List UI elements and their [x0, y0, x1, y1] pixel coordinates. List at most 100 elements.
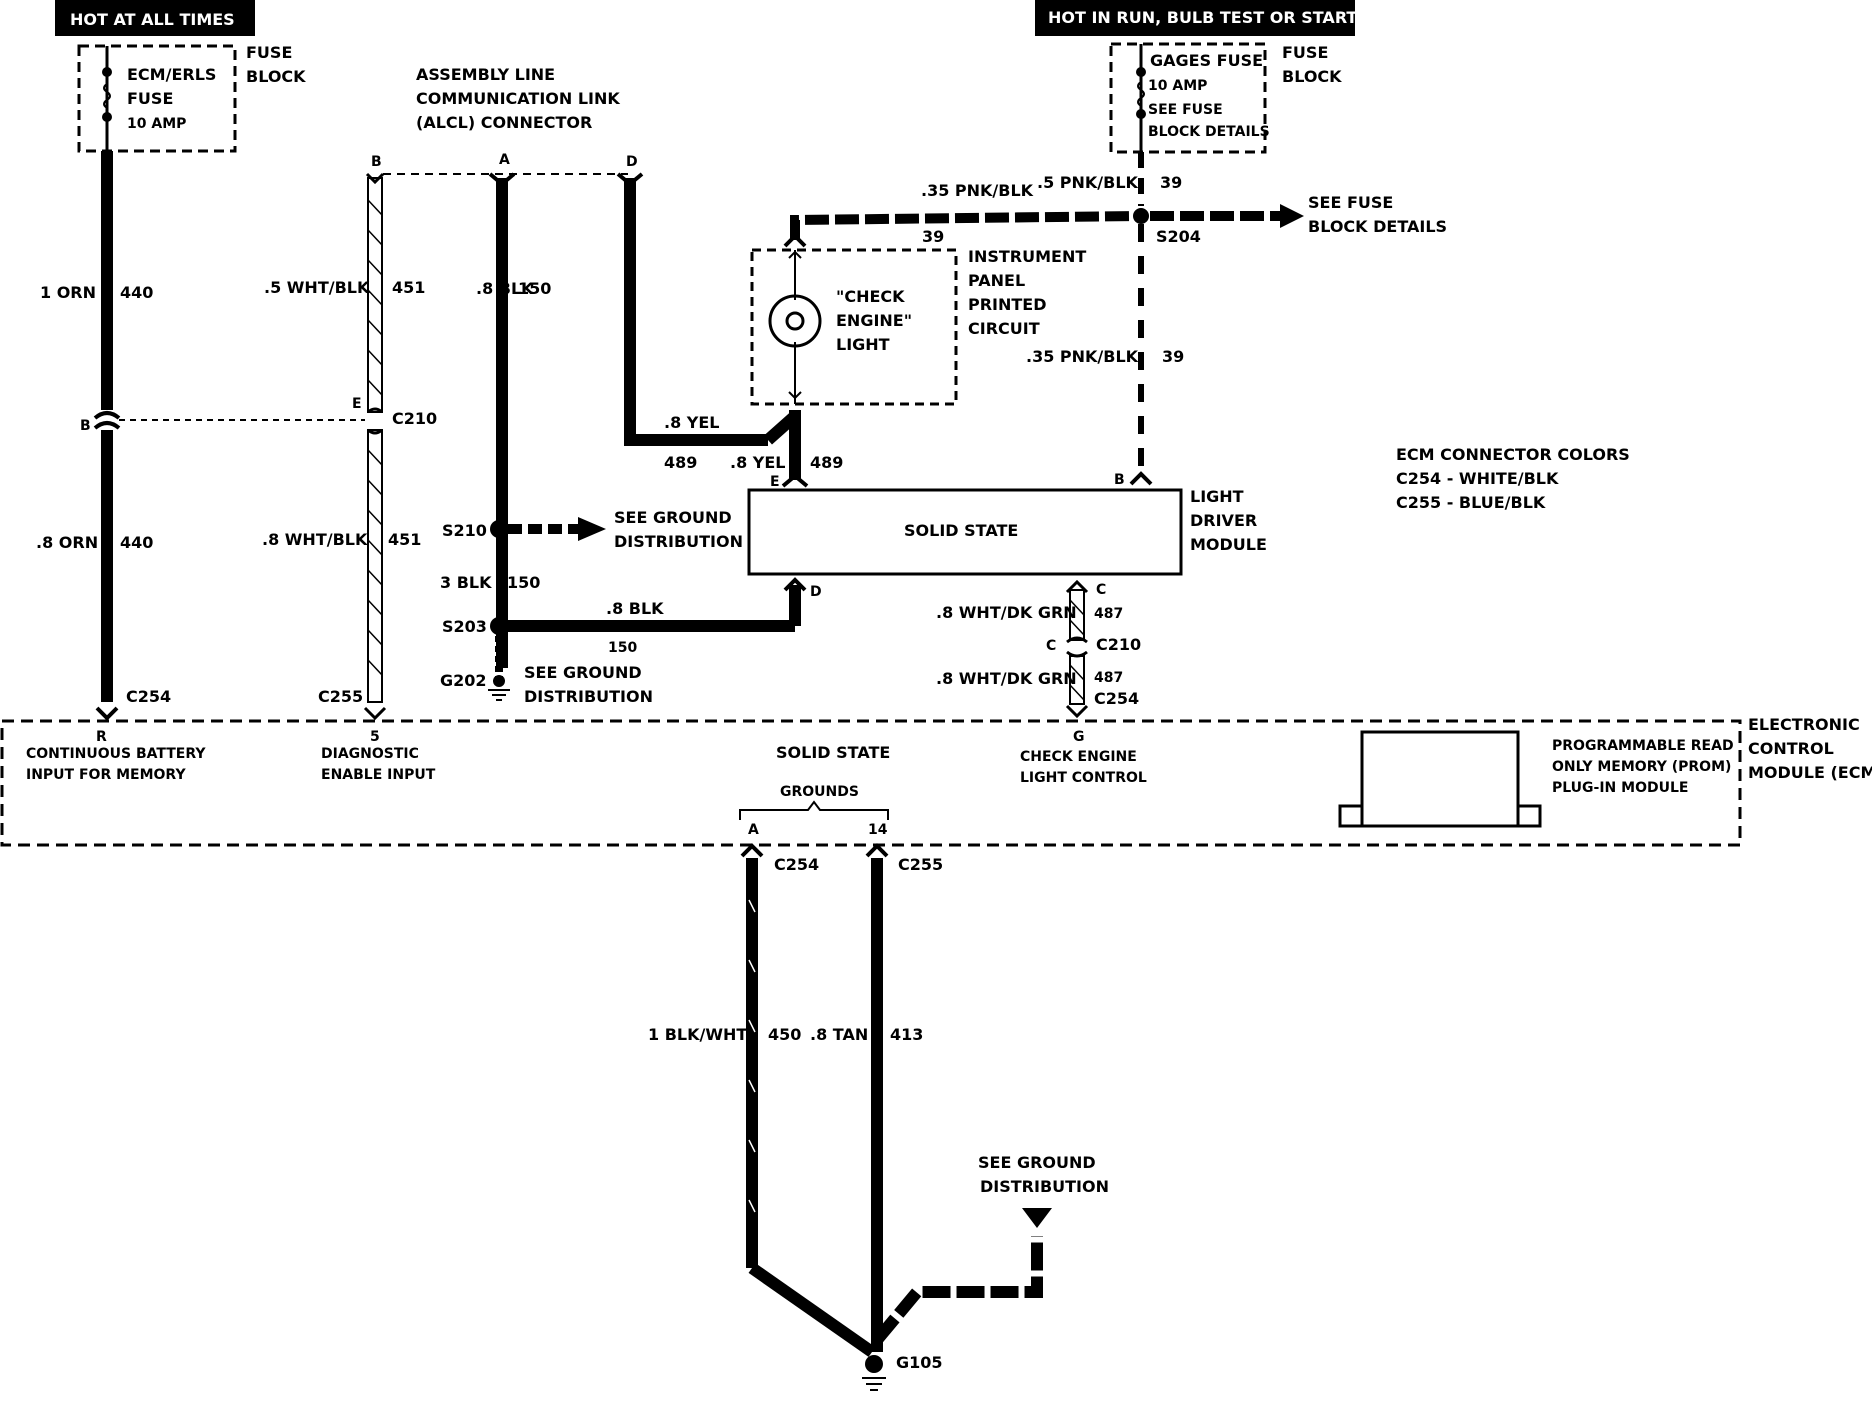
pin-c-mid: C: [1046, 638, 1056, 654]
ldm-pin-b: B: [1114, 472, 1125, 488]
ecm-solid-state: SOLID STATE: [776, 743, 890, 762]
ip-label-1: INSTRUMENT: [968, 247, 1086, 266]
fuse-block-label-r2: BLOCK: [1282, 67, 1342, 86]
ecm-r-desc-1: CONTINUOUS BATTERY: [26, 746, 206, 762]
wire-tan-label: .8 TAN: [810, 1025, 868, 1044]
wire-blk8-label: .8 BLK: [476, 279, 534, 298]
wire-pnk35b-label: .35 PNK/BLK: [1026, 347, 1139, 366]
g202-label: G202: [440, 671, 487, 690]
c210b-label: C210: [1096, 635, 1141, 654]
g105-label: G105: [896, 1353, 943, 1372]
ldm-solid-state: SOLID STATE: [904, 521, 1018, 540]
wire-grn2-label: .8 WHT/DK GRN: [936, 669, 1077, 688]
c210-pin-b: B: [80, 418, 91, 434]
ecm-d-desc-2: ENABLE INPUT: [321, 767, 436, 783]
wire-yel8b-label: .8 YEL: [730, 453, 786, 472]
ecm-c-desc-1: CHECK ENGINE: [1020, 749, 1137, 765]
wire-orn1-label: 1 ORN: [40, 283, 96, 302]
hot-in-run-label: HOT IN RUN, BULB TEST OR START: [1048, 8, 1357, 27]
fuse-block-label-r1: FUSE: [1282, 43, 1328, 62]
alcl-pin-b: B: [371, 154, 382, 170]
fuse-block-label-2: BLOCK: [246, 67, 306, 86]
lamp-label-3: LIGHT: [836, 335, 890, 354]
check-engine-bulb-icon: [768, 294, 822, 348]
ecm-pin-r: R: [96, 729, 107, 745]
c255c-label: C255: [898, 855, 943, 874]
wire-pnk-num: 39: [1160, 173, 1182, 192]
ground-ref-1b: DISTRIBUTION: [614, 532, 743, 551]
ecm-pin-5: 5: [370, 729, 380, 745]
wire-grn1-label: .8 WHT/DK GRN: [936, 603, 1077, 622]
c254-label: C254: [126, 687, 171, 706]
ground-ref-1a: SEE GROUND: [614, 508, 732, 527]
wire-pnk-num2: 39: [922, 227, 944, 246]
prom-module-icon: [1360, 730, 1520, 828]
alcl-label-3: (ALCL) CONNECTOR: [416, 113, 592, 132]
ecm-r-desc-2: INPUT FOR MEMORY: [26, 767, 186, 783]
c254c-label: C254: [774, 855, 819, 874]
ecm-pin-14: 14: [868, 822, 888, 838]
ecm-grounds: GROUNDS: [780, 784, 859, 800]
ldm-name-3: MODULE: [1190, 535, 1267, 554]
wire-yel8b-num: 489: [810, 453, 843, 472]
ecm-pin-a: A: [748, 822, 759, 838]
ecm-pin-g: G: [1073, 729, 1085, 745]
hot-at-all-times-label: HOT AT ALL TIMES: [70, 10, 235, 29]
c210-pin-e: E: [352, 396, 362, 412]
s203-label: S203: [442, 617, 487, 636]
see-fuse-details-2: BLOCK DETAILS: [1308, 217, 1447, 236]
wire-blk3-label: 3 BLK: [440, 573, 492, 592]
lamp-label-1: "CHECK: [836, 287, 905, 306]
ip-label-2: PANEL: [968, 271, 1025, 290]
alcl-label-1: ASSEMBLY LINE: [416, 65, 555, 84]
prom-desc-3: PLUG-IN MODULE: [1552, 780, 1688, 796]
ground-ref-2b: DISTRIBUTION: [524, 687, 653, 706]
see-fuse-details-1: SEE FUSE: [1308, 193, 1393, 212]
wire-yel8-label: .8 YEL: [664, 413, 720, 432]
wire-blk3-num: 150: [507, 573, 540, 592]
s204-label: S204: [1156, 227, 1201, 246]
ground-ref-3a: SEE GROUND: [978, 1153, 1096, 1172]
ecm-name-2: CONTROL: [1748, 739, 1834, 758]
ecm-c-desc-2: LIGHT CONTROL: [1020, 770, 1147, 786]
c254b-label: C254: [1094, 689, 1139, 708]
ecm-colors-title: ECM CONNECTOR COLORS: [1396, 445, 1630, 464]
ecm-fuse-name2: FUSE: [127, 89, 173, 108]
light-driver-module-box: [747, 488, 1183, 576]
gages-fuse-box: [1109, 42, 1267, 154]
wire-wht8-num: 451: [388, 530, 421, 549]
gages-block-details: BLOCK DETAILS: [1148, 124, 1270, 140]
wire-blk8b-label: .8 BLK: [606, 599, 664, 618]
wire-pnk35b-num: 39: [1162, 347, 1184, 366]
ldm-name-2: DRIVER: [1190, 511, 1257, 530]
wire-pnk35a-label: .35 PNK/BLK: [921, 181, 1034, 200]
hot-in-run-banner: [1035, 0, 1355, 36]
wire-pnk5-label: .5 PNK/BLK: [1037, 173, 1139, 192]
ecm-fuse-name1: ECM/ERLS: [127, 65, 216, 84]
wire-wht5-label: .5 WHT/BLK: [264, 278, 370, 297]
c255-label: C255: [318, 687, 363, 706]
gages-see-fuse: SEE FUSE: [1148, 102, 1223, 118]
ldm-pin-e: E: [770, 474, 780, 490]
ecm-d-desc-1: DIAGNOSTIC: [321, 746, 419, 762]
ecm-colors-c254: C254 - WHITE/BLK: [1396, 469, 1559, 488]
wire-tan-num: 413: [890, 1025, 923, 1044]
lamp-label-2: ENGINE": [836, 311, 912, 330]
fuse-block-label-1: FUSE: [246, 43, 292, 62]
alcl-label-2: COMMUNICATION LINK: [416, 89, 620, 108]
ground-ref-3b: DISTRIBUTION: [980, 1177, 1109, 1196]
ecm-name-3: MODULE (ECM): [1748, 763, 1872, 782]
wire-wht5-num: 451: [392, 278, 425, 297]
wire-grn1-num: 487: [1094, 606, 1123, 622]
ecm-fuse-amps: 10 AMP: [127, 116, 186, 132]
c210-label: C210: [392, 409, 437, 428]
alcl-pin-a: A: [499, 152, 510, 168]
gages-fuse-name: GAGES FUSE: [1150, 51, 1263, 70]
prom-desc-2: ONLY MEMORY (PROM): [1552, 759, 1731, 775]
prom-desc-1: PROGRAMMABLE READ: [1552, 738, 1734, 754]
wire-orn8-label: .8 ORN: [36, 533, 98, 552]
instrument-panel-box: [750, 248, 958, 406]
hot-at-all-times-banner: [55, 0, 255, 36]
wire-blk8-num: 150: [518, 279, 551, 298]
